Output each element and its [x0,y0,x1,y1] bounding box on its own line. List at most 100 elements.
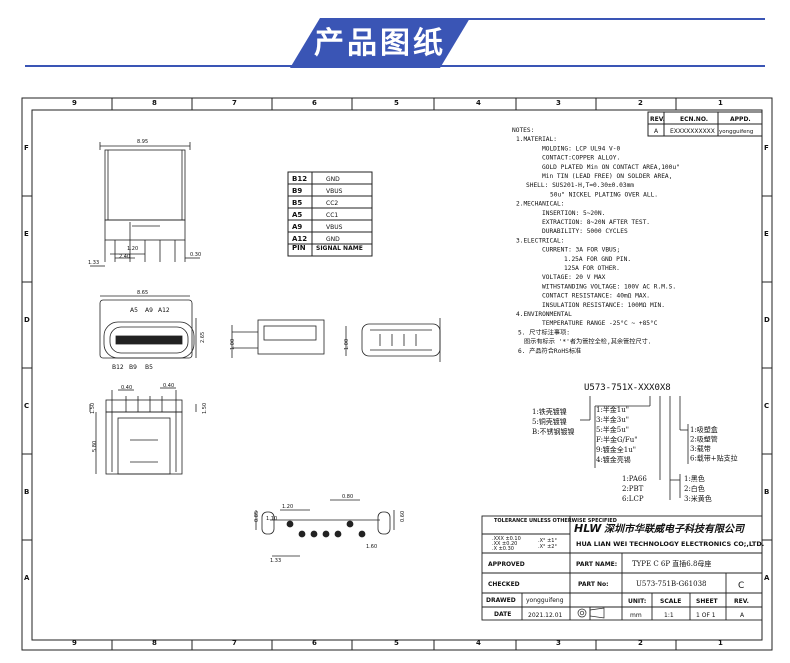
column-marker: 3 [556,639,561,647]
column-marker: 7 [232,639,237,647]
part-code-option: 6:载带+贴支拉 [690,454,738,463]
row-marker: E [764,230,769,238]
scale-label: SCALE [660,598,681,605]
sheet-value: 1 OF 1 [696,612,716,619]
inner-frame [31,109,763,641]
dim-side-l1: 1.33 [88,260,99,266]
part-code-option: F:半金G/Fu" [596,435,638,444]
note-line: WITHSTANDING VOLTAGE: 100V AC R.M.S. [542,283,676,290]
note-line: CONTACT RESISTANCE: 40mΩ MAX. [542,293,650,300]
part-code-option: 5:半金5u" [596,425,629,434]
pin-id: A12 [292,235,307,243]
note-line: 2.MECHANICAL: [516,201,564,208]
dim-side-view2-h: 1.00 [344,339,350,350]
front-view [99,295,197,359]
note-line: CURRENT: 3A FOR VBUS; [542,247,620,254]
note-line: NOTES: [512,127,534,134]
row-marker: C [764,402,769,410]
pin-signal: VBUS [326,188,343,195]
column-marker: 5 [394,99,399,107]
tolerance-title: TOLERANCE UNLESS OTHERWISE SPECIFIED [494,518,617,524]
dim-pcb-2: 0.80 [342,494,353,500]
pin-header-signal: SIGNAL NAME [316,245,363,252]
note-line: 3.ELECTRICAL: [516,237,564,244]
dim-side-h2: 2.40 [119,254,130,260]
part-code-option: 3:米黄色 [684,494,712,503]
row-marker: D [764,316,770,324]
part-code-option: 6:LCP [622,495,644,503]
column-marker: 3 [556,99,561,107]
column-marker: 8 [152,639,157,647]
note-line: SHELL: SUS201-H,T=0.30±0.03mm [526,182,634,189]
dim-front-h: 2.65 [200,332,206,343]
pin-id: B9 [292,187,302,195]
row-marker: B [764,488,769,496]
banner-title: 产品图纸 [314,26,446,61]
part-code-text: U573-751X-XXX0X8 [584,383,671,393]
dim-bot-h1: 1.50 [90,403,96,414]
pin-label-b12: B12 [112,364,124,371]
part-code-option: 3:半金3u" [596,415,629,424]
dim-bot-h2: 1.50 [202,403,208,414]
banner-shape [290,18,470,68]
note-line: INSULATION RESISTANCE: 100MΩ MIN. [542,302,665,309]
column-marker: 7 [232,99,237,107]
column-marker: 4 [476,639,481,647]
rev-value: A [740,612,745,619]
dim-pcb-7: 1.60 [366,544,377,550]
bottom-view [89,387,197,475]
column-marker: 1 [718,99,723,107]
tolerance-row-1: .XXX ±0.10 [492,536,521,542]
column-marker: 2 [638,99,643,107]
dim-pcb-5: 1.33 [270,558,281,564]
column-marker: 6 [312,99,317,107]
dim-pcb-1: 1.20 [282,504,293,510]
title-block [481,515,763,621]
part-code-option: 9:镀金全1u" [596,445,636,454]
note-line: 50u" NICKEL PLATING OVER ALL. [550,191,658,198]
tolerance-row-2: .XX ±0.20 [492,541,517,547]
company-name-cn: 深圳市华联威电子科技有限公司 [604,523,746,535]
pin-label-b9: B9 [129,364,137,371]
row-marker: D [24,316,30,324]
pin-signal: GND [326,176,340,183]
drawed-label: DRAWED [486,597,516,604]
column-marker: 8 [152,99,157,107]
note-line: 1.25A FOR GND PIN. [564,256,631,263]
note-line: 图示有标示 '*'者为管控全检,其余管控尺寸. [524,338,652,346]
part-code-option: 1:铁壳镀镍 [532,407,567,416]
column-marker: 1 [718,639,723,647]
checked-label: CHECKED [488,581,520,588]
part-code-option: 1:半金1u" [596,405,629,414]
note-line: 6. 产品符合RoHS标准 [518,347,581,355]
note-line: GOLD PLATED Min ON CONTACT AREA,100u" [542,164,680,171]
projection-symbol-icon [577,607,605,619]
note-line: 5. 尺寸标注事项: [518,328,570,336]
rev-label: REV. [734,598,749,605]
part-code-option: 3:载带 [690,444,711,453]
rev-row-appd: yongguifeng [719,129,753,135]
unit-value: mm [630,612,642,619]
note-line: EXTRACTION: 8~20N AFTER TEST. [542,219,650,226]
company-name-en: HUA LIAN WEI TECHNOLOGY ELECTRONICS CO;,… [576,540,764,548]
column-marker: 6 [312,639,317,647]
tolerance-row-3: .X ±0.30 [492,546,514,552]
side-view [231,319,325,358]
part-code-option: 1:黑色 [684,474,705,483]
pin-header-pin: PIN [292,244,306,252]
part-code-option: 1:吸塑盒 [690,425,718,434]
outer-frame [21,97,773,651]
note-line: CONTACT:COPPER ALLOY. [542,155,620,162]
note-line: 1.MATERIAL: [516,136,557,143]
note-line: MOLDING: LCP UL94 V-0 [542,145,621,152]
approved-label: APPROVED [488,561,525,568]
date-label: DATE [494,611,511,618]
row-marker: C [24,402,29,410]
column-marker: 2 [638,639,643,647]
dim-top-width: 8.95 [137,139,148,145]
part-name-value: TYPE C 6P 直插6.8母座 [632,559,711,568]
note-line: INSERTION: 5~20N. [542,210,605,217]
dim-side-h1: 1.20 [127,246,138,252]
